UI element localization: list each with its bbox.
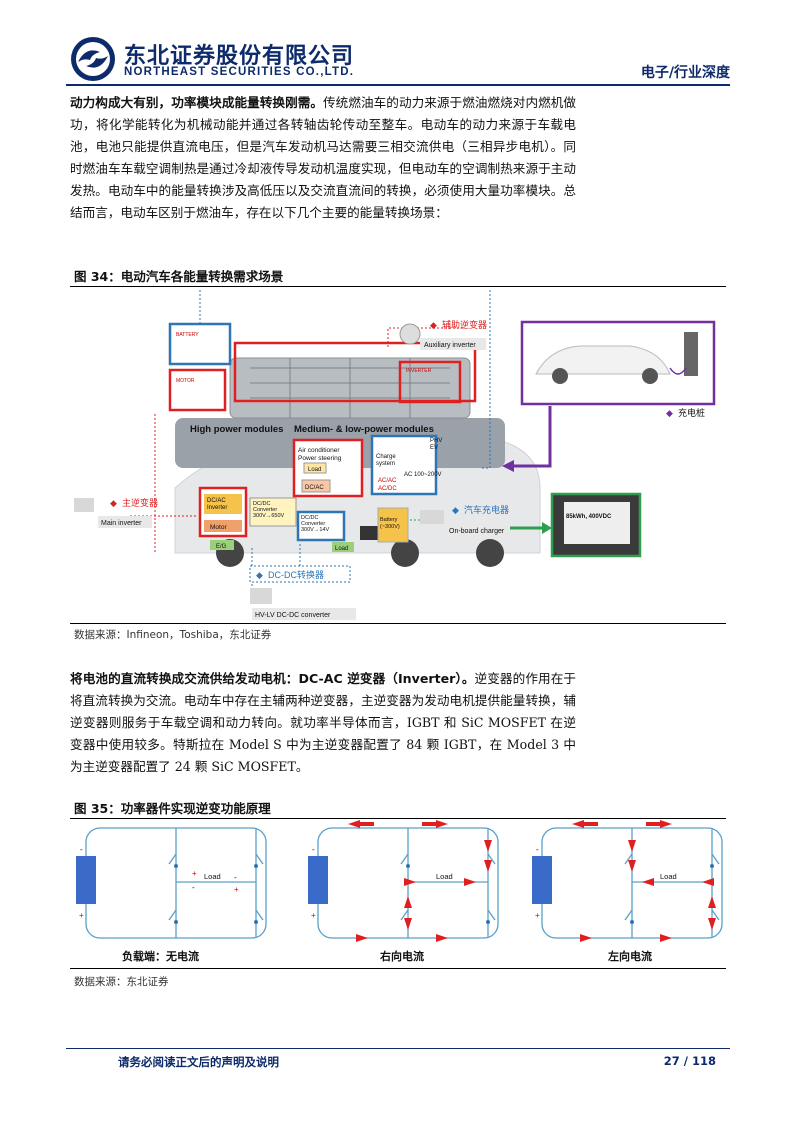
paragraph-1-lead: 动力构成大有别，功率模块成能量转换刚需。 — [70, 95, 324, 110]
company-name-en: NORTHEAST SECURITIES CO.,LTD. — [124, 66, 355, 78]
figure-34-diagram: BATTERY MOTOR INVERTER High power module… — [74, 290, 716, 620]
eg-label: E/G — [216, 544, 227, 550]
logo-icon — [71, 37, 115, 81]
aux-inverter-en: Auxiliary inverter — [424, 342, 476, 349]
charging-pile-post — [684, 332, 698, 376]
figure-35-source: 数据来源：东北证券 — [74, 976, 169, 988]
svg-text:+: + — [192, 869, 197, 878]
svg-text:-: - — [192, 883, 195, 892]
dcdc-converter-2 — [296, 510, 346, 542]
inverter-tag: INVERTER — [406, 368, 432, 374]
figure-35-rule-bottom — [70, 968, 726, 969]
circuit-right-current: Load — [307, 820, 499, 942]
figure-34-rule-top — [70, 286, 726, 287]
dcdc-converter-1 — [249, 497, 297, 527]
obc-diamond: ◆ — [452, 505, 459, 515]
figure-35-diagram: - + Load + - - + Load — [75, 820, 723, 963]
svg-text:-: - — [234, 873, 237, 882]
header-rule — [66, 84, 730, 86]
vehicle-top-highlight-box — [233, 341, 477, 403]
aux-inverter-diamond: ◆ — [430, 320, 437, 330]
svg-text:+: + — [234, 885, 239, 894]
circuit-no-current: Load + - - + — [75, 827, 267, 939]
paragraph-2: 将电池的直流转换成交流供给发动电机：DC-AC 逆变器（Inverter）。逆变… — [70, 668, 576, 778]
load-label-c2: Load — [436, 872, 453, 881]
high-power-heading: High power modules — [190, 424, 283, 435]
battery-tag: BATTERY — [176, 332, 199, 338]
charger-box — [370, 434, 438, 496]
charging-pile-car — [535, 345, 671, 375]
battery-block — [377, 507, 409, 543]
caption-right-current: 右向电流 — [379, 949, 424, 963]
load-label-c3: Load — [660, 872, 677, 881]
main-inverter-en: Main inverter — [101, 520, 142, 527]
dcdc-diamond: ◆ — [256, 570, 263, 580]
figure-34-title: 图 34：电动汽车各能量转换需求场景 — [74, 269, 284, 284]
motor-label: Motor — [210, 524, 227, 531]
section-label: 电子/行业深度 — [640, 65, 730, 81]
aux-inverter-icon — [399, 323, 421, 345]
charging-pile-label: 充电桩 — [678, 407, 705, 418]
battery-spec: 85kWh, 400VDC — [566, 514, 612, 520]
paragraph-1-body: 传统燃油车的动力来源于燃油燃烧对内燃机做功，将化学能转化为机械动能并通过各转轴齿… — [70, 95, 577, 220]
acdc-label: AC/DC — [378, 486, 397, 492]
footer-rule — [66, 1048, 730, 1049]
figure-34-rule-bottom — [70, 623, 726, 624]
figure-35-rule-top — [70, 818, 726, 819]
medium-power-heading: Medium- & low-power modules — [294, 424, 434, 435]
charging-pile-diamond: ◆ — [666, 408, 673, 418]
ac-range-label: AC 100~200V — [404, 472, 442, 478]
dcdc-en: HV-LV DC-DC converter — [255, 612, 331, 619]
obc-cn: 汽车充电器 — [464, 504, 509, 515]
dcac-small-label: DC/AC — [305, 485, 324, 491]
acac-label: AC/AC — [378, 478, 397, 484]
main-inverter-diamond: ◆ — [110, 498, 117, 508]
load-label-2: Load — [335, 546, 348, 552]
caption-no-current: 负载端：无电流 — [122, 949, 199, 963]
load-label-c1: Load — [204, 872, 221, 881]
motor-highlight-box — [168, 368, 227, 412]
company-name-cn: 东北证券股份有限公司 — [124, 44, 355, 69]
circuit-left-current: Load — [531, 820, 723, 942]
load-label: Load — [308, 467, 321, 473]
aux-inverter-cn: 辅助逆变器 — [442, 319, 487, 330]
page-number: 27 / 118 — [663, 1054, 716, 1068]
paragraph-1: 动力构成大有别，功率模块成能量转换刚需。传统燃油车的动力来源于燃油燃烧对内燃机做… — [70, 92, 576, 224]
figure-35-title: 图 35：功率器件实现逆变功能原理 — [74, 801, 271, 816]
motor-tag: MOTOR — [176, 378, 195, 384]
footer-disclaimer: 请务必阅读正文后的声明及说明 — [118, 1055, 279, 1069]
figure-34-source: 数据来源：Infineon，Toshiba，东北证券 — [74, 629, 272, 641]
battery-block-label: Battery(~300V) — [380, 517, 400, 530]
dcdc-cn: DC-DC转换器 — [268, 569, 324, 580]
caption-left-current: 左向电流 — [607, 949, 652, 963]
obc-en: On-board charger — [449, 528, 505, 535]
battery-highlight-box — [168, 322, 232, 366]
paragraph-2-lead: 将电池的直流转换成交流供给发动电机：DC-AC 逆变器（Inverter）。 — [70, 671, 475, 686]
company-logo — [70, 36, 116, 82]
main-inverter-cn: 主逆变器 — [122, 497, 158, 508]
paragraph-2-body: 逆变器的作用在于将直流转换为交流。电动车中存在主辅两种逆变器，主逆变器为发动电机… — [70, 671, 577, 774]
